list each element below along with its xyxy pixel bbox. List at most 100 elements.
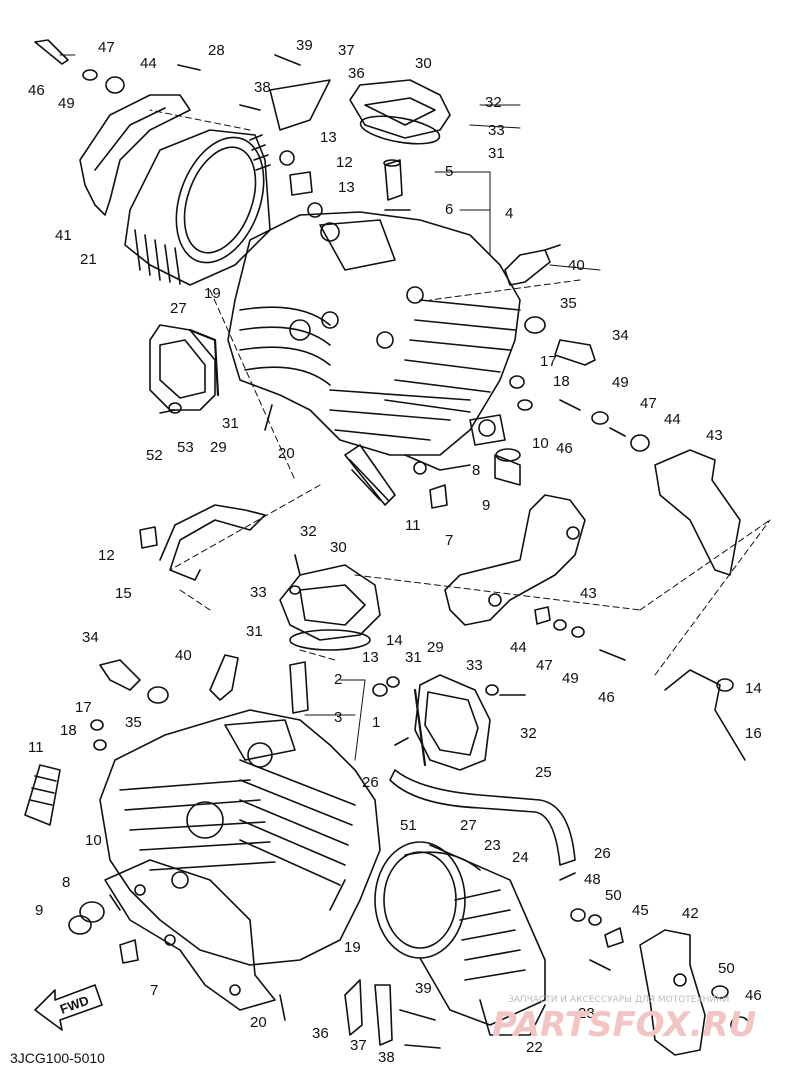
callout-14: 14 [386, 632, 403, 649]
callout-39: 39 [296, 37, 313, 54]
rear-cylinder-head [227, 211, 521, 475]
callout-52: 52 [146, 447, 163, 464]
front-cylinder [374, 841, 546, 1036]
callout-20b: 20 [250, 1014, 267, 1031]
callout-7: 7 [445, 532, 453, 549]
callout-38b: 38 [378, 1049, 395, 1066]
callout-29b: 29 [427, 639, 444, 656]
callout-31b: 31 [222, 415, 239, 432]
callout-30: 30 [415, 55, 432, 72]
callout-34b: 34 [82, 629, 99, 646]
callout-35b: 35 [125, 714, 142, 731]
callout-39b: 39 [415, 980, 432, 997]
watermark-tagline: ЗАПЧАСТИ И АКСЕССУАРЫ ДЛЯ МОТОТЕХНИКИ [508, 995, 729, 1005]
callout-31d: 31 [405, 649, 422, 666]
callout-21: 21 [80, 251, 97, 268]
bracket-42 [639, 929, 706, 1056]
callout-13b: 13 [338, 179, 355, 196]
cylinder-cover-41 [79, 94, 191, 216]
callout-18b: 18 [60, 722, 77, 739]
callout-32c: 32 [520, 725, 537, 742]
callout-16: 16 [745, 725, 762, 742]
callout-40: 40 [568, 257, 585, 274]
watermark-brand: PARTSFOX.RU [492, 1005, 756, 1045]
callout-44c: 44 [510, 639, 527, 656]
callout-12b: 12 [98, 547, 115, 564]
callout-46c: 46 [598, 689, 615, 706]
head-bracket-43-upper [654, 449, 741, 576]
callout-37b: 37 [350, 1037, 367, 1054]
callout-20: 20 [278, 445, 295, 462]
callout-5: 5 [445, 163, 453, 180]
callout-49b: 49 [612, 374, 629, 391]
head-cover-30-top [349, 79, 451, 145]
callout-47b: 47 [640, 395, 657, 412]
breather-hose-25 [389, 769, 576, 866]
callout-4: 4 [505, 205, 513, 222]
callout-48: 48 [584, 871, 601, 888]
callout-24: 24 [512, 849, 529, 866]
callout-28: 28 [208, 42, 225, 59]
callout-26: 26 [362, 774, 379, 791]
callout-6: 6 [445, 201, 453, 218]
callout-44: 44 [140, 55, 157, 72]
callout-14b: 14 [745, 680, 762, 697]
rear-cylinder [124, 129, 271, 286]
callout-43b: 43 [580, 585, 597, 602]
callout-22: 22 [526, 1039, 543, 1056]
callout-18: 18 [553, 373, 570, 390]
callout-34: 34 [612, 327, 629, 344]
cylinder-gasket-51 [404, 851, 481, 871]
line-art [24, 39, 771, 1056]
callout-51: 51 [400, 817, 417, 834]
callout-45: 45 [632, 902, 649, 919]
callout-17b: 17 [75, 699, 92, 716]
callout-9b: 9 [35, 902, 43, 919]
spark-plug-40-lower [209, 654, 239, 701]
callout-8b: 8 [62, 874, 70, 891]
valve-guide-top [383, 159, 411, 211]
callout-31: 31 [488, 145, 505, 162]
callout-8: 8 [472, 462, 480, 479]
callout-27b: 27 [460, 817, 477, 834]
callout-3: 3 [334, 709, 342, 726]
callout-27: 27 [170, 300, 187, 317]
cam-chain-guide-top [344, 444, 396, 506]
callout-1: 1 [372, 714, 380, 731]
callout-32: 32 [485, 94, 502, 111]
callout-19: 19 [204, 285, 221, 302]
callout-33b: 33 [250, 584, 267, 601]
side-cover-29-lower [413, 674, 491, 771]
callout-47: 47 [98, 39, 115, 56]
bolt-34-lower [99, 659, 141, 691]
callout-17: 17 [540, 353, 557, 370]
fwd-arrow [34, 984, 103, 1031]
callout-42: 42 [682, 905, 699, 922]
callout-46d: 46 [745, 987, 762, 1004]
callout-25: 25 [535, 764, 552, 781]
callout-49: 49 [58, 95, 75, 112]
callout-10b: 10 [85, 832, 102, 849]
callout-30b: 30 [330, 539, 347, 556]
callout-11: 11 [405, 517, 421, 534]
side-cover-29 [149, 324, 220, 411]
callout-2: 2 [334, 671, 342, 688]
callout-33: 33 [488, 122, 505, 139]
callout-11b: 11 [28, 739, 44, 756]
small-fasteners [34, 39, 750, 1049]
callout-41: 41 [55, 227, 72, 244]
callout-7b: 7 [150, 982, 158, 999]
callout-23: 23 [484, 837, 501, 854]
callout-46: 46 [28, 82, 45, 99]
callout-43: 43 [706, 427, 723, 444]
callout-40b: 40 [175, 647, 192, 664]
callout-50: 50 [605, 887, 622, 904]
cam-chain-guide-lower [24, 764, 61, 826]
callout-35: 35 [560, 295, 577, 312]
head-bracket-43-middle [444, 494, 586, 626]
callout-38: 38 [254, 79, 271, 96]
callout-13c: 13 [362, 649, 379, 666]
callout-33c: 33 [466, 657, 483, 674]
head-cover-30-lower [279, 564, 381, 651]
